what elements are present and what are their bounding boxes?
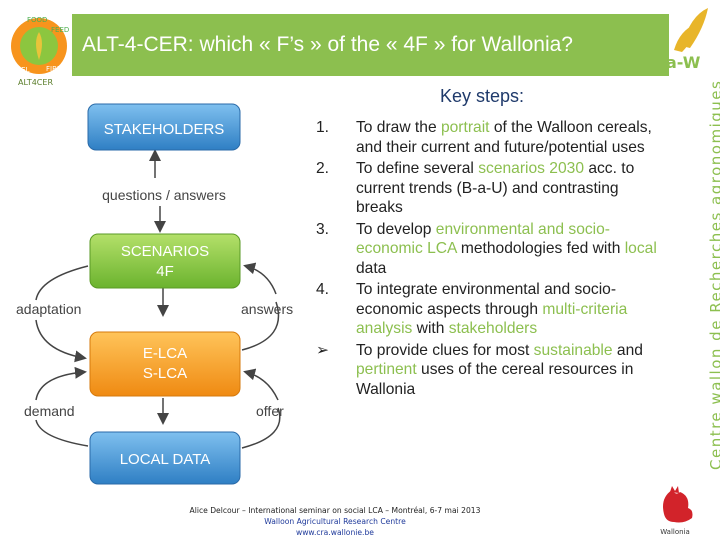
wallonia-logo-text: Wallonia: [660, 528, 690, 536]
key-steps-heading: Key steps:: [440, 86, 525, 106]
step-segment: data: [356, 259, 387, 277]
elca-box: [89, 331, 241, 397]
scenarios-label-2: 4F: [156, 263, 174, 280]
step-text: To define several scenarios 2030 acc. to…: [356, 159, 672, 218]
step-segment: uses of the cereal resources in Wallonia: [356, 361, 634, 398]
step-segment: To develop: [356, 220, 436, 238]
elca-label-2: S-LCA: [143, 365, 187, 382]
arrow-answers-bottom: [241, 301, 280, 351]
step-segment: methodologies fed with: [456, 240, 625, 257]
footer-website: www.cra.wallonie.be: [296, 528, 374, 537]
step-segment: acc. to current trends (B-a-U) and contr…: [356, 160, 635, 216]
step-marker: ➢: [316, 341, 330, 359]
step-segment: To integrate environmental and socio-eco…: [356, 281, 617, 318]
badge-word-feed: FEED: [51, 26, 69, 34]
badge-word-food: FOOD: [27, 16, 47, 24]
footer-organization: Walloon Agricultural Research Centre: [264, 517, 406, 526]
step-highlight: environmental and socio-economic LCA: [356, 220, 610, 258]
key-steps-list: 1. To draw the portrait of the Walloon ce…: [312, 118, 672, 401]
label-demand: demand: [24, 403, 75, 419]
step-marker: 2.: [316, 160, 330, 177]
step-item: 2. To define several scenarios 2030 acc. …: [312, 159, 672, 218]
step-text: To draw the portrait of the Walloon cere…: [356, 118, 672, 157]
step-marker: 4.: [316, 281, 330, 298]
step-highlight: pertinent: [356, 361, 417, 378]
step-item: ➢ To provide clues for most sustainable a…: [312, 341, 672, 400]
step-segment: of the Walloon cereals, and their curren…: [356, 119, 652, 156]
slide-title: ALT-4-CER: which « F’s » of the « 4F » f…: [82, 33, 573, 56]
step-item: 4. To integrate environmental and socio-e…: [312, 280, 672, 339]
elca-label-1: E-LCA: [143, 345, 187, 362]
logo-brand-text: ALT4CER: [18, 78, 53, 87]
step-highlight: multi-criteria analysis: [356, 300, 628, 338]
step-segment: To provide clues for most: [356, 341, 534, 359]
label-offer: offer: [256, 403, 284, 419]
step-segment: To define several: [356, 160, 479, 177]
local-data-box: [89, 431, 241, 485]
label-answers: answers: [241, 301, 293, 317]
right-brand-text: a-W: [666, 53, 701, 72]
step-marker: 1.: [316, 119, 330, 136]
arrow-adaptation-top: [35, 265, 89, 301]
step-highlight: sustainable: [533, 341, 613, 359]
arrow-demand-bottom: [35, 419, 89, 447]
step-highlight: local: [624, 240, 657, 257]
stakeholders-label: STAKEHOLDERS: [104, 121, 225, 138]
step-segment: To draw the: [356, 119, 441, 136]
arrow-offer-bottom: [241, 407, 281, 449]
arrow-adaptation-bottom: [35, 319, 87, 363]
cra-w-logo: a-W: [666, 8, 708, 72]
step-text: To develop environmental and socio-econo…: [356, 220, 672, 279]
wallonia-rooster-logo: Wallonia: [660, 486, 693, 536]
step-segment: and: [612, 341, 643, 359]
arrow-offer-top: [243, 368, 279, 401]
label-adaptation: adaptation: [16, 301, 81, 317]
footer: Alice Delcour – International seminar on…: [150, 505, 520, 538]
title-bar: ALT-4-CER: which « F’s » of the « 4F » f…: [72, 14, 669, 76]
step-marker: 3.: [316, 220, 330, 238]
scenarios-label-1: SCENARIOS: [121, 243, 209, 260]
local-data-label: LOCAL DATA: [120, 451, 211, 468]
footer-credit: Alice Delcour – International seminar on…: [189, 506, 481, 515]
badge-word-fuel: FUEL: [12, 66, 30, 74]
step-text: To provide clues for most sustainable an…: [356, 341, 672, 400]
arrow-answers-top: [243, 262, 277, 295]
step-segment: with: [412, 320, 449, 337]
stakeholders-box: [87, 103, 241, 151]
label-questions-answers: questions / answers: [102, 187, 226, 203]
alt4cer-logo: FOOD FEED FUEL FIBRE ALT4CER: [11, 16, 69, 87]
scenarios-box: [89, 233, 241, 289]
step-item: 3. To develop environmental and socio-eco…: [312, 220, 672, 279]
side-vertical-text: Centre wallon de Recherches agronomiques: [707, 79, 720, 470]
step-highlight: portrait: [440, 119, 490, 136]
step-item: 1. To draw the portrait of the Walloon ce…: [312, 118, 672, 157]
process-diagram: STAKEHOLDERS SCENARIOS 4F E-LCA S-LCA LO…: [16, 103, 293, 485]
arrow-demand-top: [35, 366, 87, 401]
step-highlight: stakeholders: [448, 320, 538, 337]
step-highlight: scenarios 2030: [478, 160, 584, 177]
step-text: To integrate environmental and socio-eco…: [356, 280, 672, 339]
badge-word-fibre: FIBRE: [46, 65, 66, 73]
